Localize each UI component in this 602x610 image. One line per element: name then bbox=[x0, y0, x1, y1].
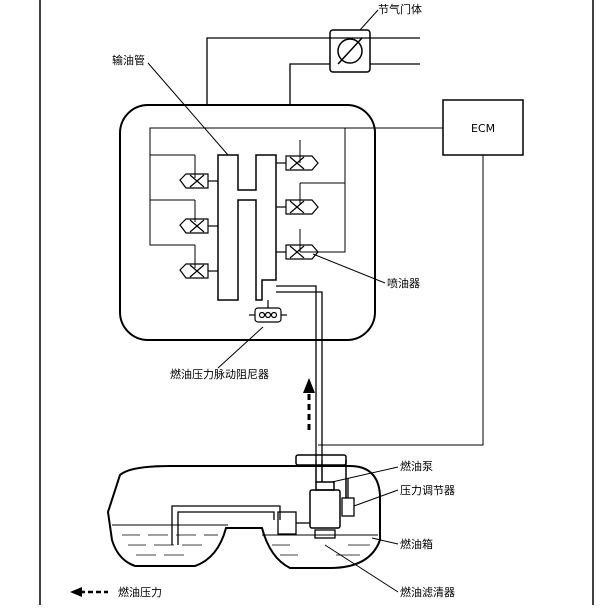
injector-label: 喷油器 bbox=[387, 276, 420, 290]
ecm-label: ECM bbox=[471, 122, 495, 135]
fuel-pump-label: 燃油泵 bbox=[400, 459, 433, 473]
engine-block bbox=[119, 104, 376, 341]
injector-right-3 bbox=[276, 244, 319, 260]
throttle-leader-line bbox=[359, 9, 379, 31]
pulsation-damper-label: 燃油压力脉动阻尼器 bbox=[170, 367, 269, 381]
tank-leader-lines bbox=[324, 466, 399, 593]
fuel-supply-pipe bbox=[276, 285, 323, 460]
fuel-filter bbox=[277, 511, 336, 539]
injector-left-2 bbox=[179, 218, 218, 234]
injector-left-3 bbox=[179, 263, 218, 279]
fuel-liquid-hatching bbox=[122, 534, 370, 556]
fuel-rail-label: 输油管 bbox=[112, 53, 145, 67]
pressure-regulator bbox=[341, 478, 355, 517]
ecm-box bbox=[442, 99, 524, 156]
throttle-body bbox=[329, 29, 420, 73]
damper-leader bbox=[217, 326, 264, 369]
throttle-body-label: 节气门体 bbox=[378, 2, 422, 16]
pulsation-damper bbox=[249, 300, 287, 323]
injector-leader bbox=[312, 253, 386, 284]
intake-hoses bbox=[206, 37, 330, 105]
injector-right-1 bbox=[276, 155, 319, 171]
tank-jet-pipe bbox=[171, 505, 281, 545]
fuel-liquid bbox=[112, 524, 378, 536]
fuel-rail-leader bbox=[147, 62, 229, 156]
legend-arrow-icon bbox=[70, 587, 82, 597]
fuel-pump bbox=[295, 454, 347, 529]
pressure-regulator-label: 压力调节器 bbox=[400, 484, 455, 497]
fuel-tank-label: 燃油箱 bbox=[400, 537, 433, 551]
fuel-tank-body bbox=[106, 465, 381, 569]
legend: 燃油压力 bbox=[70, 585, 162, 599]
injector-right-2 bbox=[276, 199, 319, 215]
fuel-pressure-flow-arrow bbox=[303, 378, 315, 430]
fuel-rail bbox=[217, 154, 277, 301]
fuel-filter-label: 燃油滤清器 bbox=[400, 585, 455, 599]
legend-fuel-pressure-label: 燃油压力 bbox=[118, 585, 162, 599]
injector-left-1 bbox=[179, 173, 218, 189]
